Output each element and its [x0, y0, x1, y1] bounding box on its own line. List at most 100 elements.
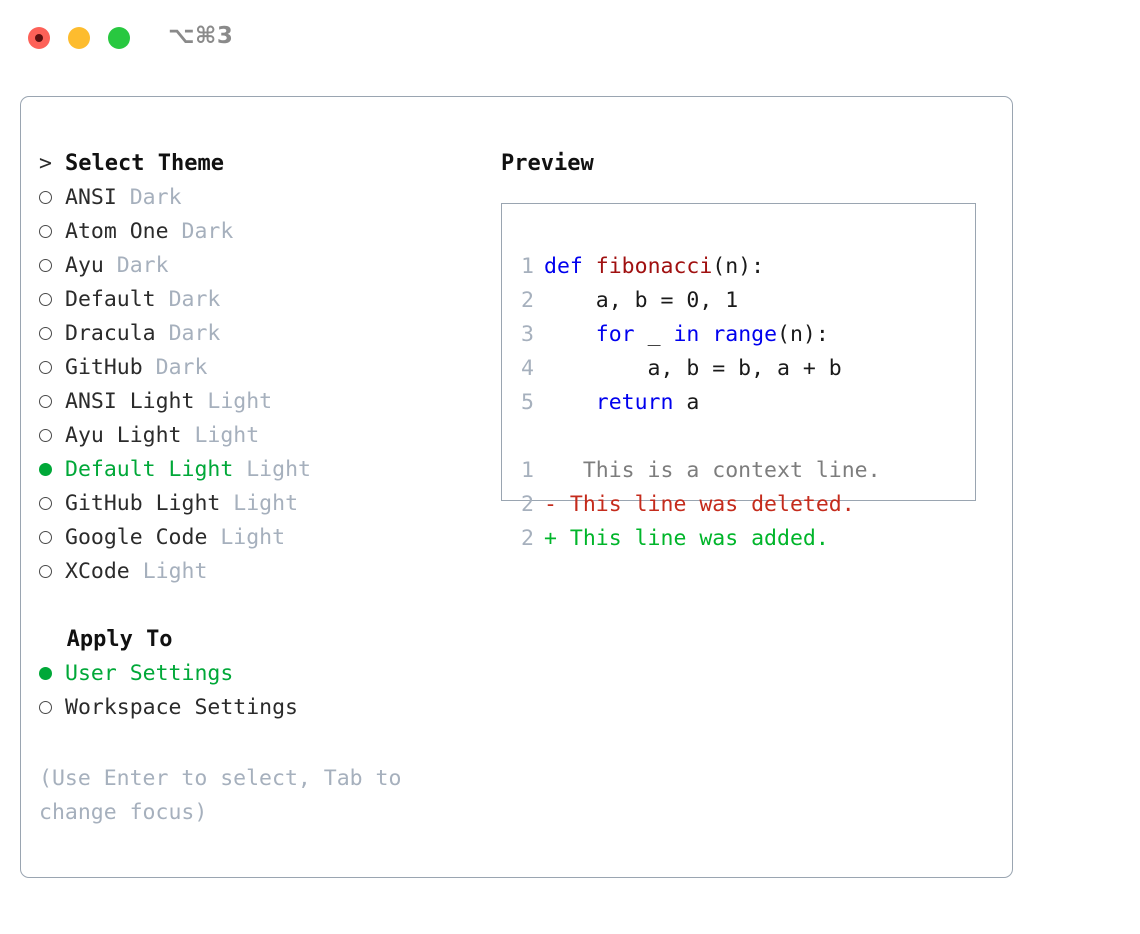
theme-name: Atom One — [65, 219, 169, 244]
code-token: def — [544, 254, 583, 279]
radio-unselected-icon[interactable] — [39, 292, 52, 306]
diff-line: 1 This is a context line. — [520, 454, 881, 488]
diff-line-number: 2 — [521, 492, 534, 517]
theme-mode-badge: Dark — [155, 355, 208, 380]
radio-unselected-icon[interactable] — [39, 564, 52, 578]
radio-unselected-icon[interactable] — [39, 224, 52, 238]
code-line: 2 a, b = 0, 1 — [520, 284, 881, 318]
code-token: a, b = 0, 1 — [544, 288, 739, 313]
code-line-number: 5 — [521, 390, 534, 415]
theme-mode-badge: Light — [194, 423, 260, 448]
traffic-light-group — [28, 27, 130, 49]
theme-name: Google Code — [65, 525, 208, 550]
radio-selected-icon[interactable] — [39, 666, 52, 680]
diff-text: This is a context line. — [556, 458, 881, 483]
theme-list-item[interactable]: ANSI Light Light — [39, 385, 479, 419]
apply-to-option[interactable]: User Settings — [39, 657, 479, 691]
list-spacer — [39, 589, 479, 623]
radio-unselected-icon[interactable] — [39, 258, 52, 272]
theme-list-item[interactable]: GitHub Light Light — [39, 487, 479, 521]
code-token — [699, 322, 712, 347]
minimize-button[interactable] — [68, 27, 90, 49]
theme-mode-badge: Light — [220, 525, 286, 550]
theme-list-item[interactable]: Default Dark — [39, 283, 479, 317]
diff-sign — [544, 458, 557, 483]
diff-text: This line was deleted. — [556, 492, 855, 517]
radio-unselected-icon[interactable] — [39, 326, 52, 340]
theme-name: Default — [65, 287, 156, 312]
diff-line: 2- This line was deleted. — [520, 488, 881, 522]
title-bar: ⌥⌘3 — [0, 0, 1140, 76]
theme-mode-badge: Dark — [168, 321, 221, 346]
code-token — [583, 254, 596, 279]
code-line-number: 2 — [521, 288, 534, 313]
diff-sign: - — [544, 492, 557, 517]
theme-list-item[interactable]: Google Code Light — [39, 521, 479, 555]
theme-list-header-label: Select Theme — [65, 151, 224, 176]
radio-selected-icon[interactable] — [39, 462, 52, 476]
apply-to-header: Apply To — [39, 623, 479, 657]
apply-to-option[interactable]: Workspace Settings — [39, 691, 479, 725]
theme-list-item[interactable]: GitHub Dark — [39, 351, 479, 385]
code-token: for — [595, 322, 635, 347]
code-line: 4 a, b = b, a + b — [520, 352, 881, 386]
theme-mode-badge: Dark — [129, 185, 182, 210]
code-diff-separator — [520, 420, 881, 454]
radio-unselected-icon[interactable] — [39, 428, 52, 442]
code-token — [544, 390, 596, 415]
theme-list-item[interactable]: XCode Light — [39, 555, 479, 589]
theme-list-item[interactable]: Ayu Light Light — [39, 419, 479, 453]
theme-mode-badge: Light — [142, 559, 208, 584]
diff-line: 2+ This line was added. — [520, 522, 881, 556]
theme-name: Ayu — [65, 253, 104, 278]
keyboard-hint: (Use Enter to select, Tab to change focu… — [39, 766, 402, 825]
code-token: a — [673, 390, 700, 415]
diff-line-number: 2 — [521, 526, 534, 551]
theme-mode-badge: Light — [233, 491, 299, 516]
close-button[interactable] — [28, 27, 50, 49]
diff-line-number: 1 — [521, 458, 534, 483]
code-token: (n): — [712, 254, 765, 279]
theme-name: Dracula — [65, 321, 156, 346]
code-token — [544, 322, 596, 347]
diff-sign: + — [544, 526, 557, 551]
code-line-number: 3 — [521, 322, 534, 347]
window-title-shortcut: ⌥⌘3 — [168, 23, 234, 49]
code-token: in — [673, 322, 700, 347]
code-token: _ — [634, 322, 674, 347]
code-token: range — [712, 322, 778, 347]
theme-mode-badge: Dark — [168, 287, 221, 312]
theme-list-item[interactable]: Atom One Dark — [39, 215, 479, 249]
radio-unselected-icon[interactable] — [39, 700, 52, 714]
theme-list-item[interactable]: Default Light Light — [39, 453, 479, 487]
theme-name: XCode — [65, 559, 130, 584]
theme-name: ANSI Light — [65, 389, 195, 414]
theme-mode-badge: Light — [246, 457, 311, 482]
code-token: return — [595, 390, 674, 415]
code-line: 5 return a — [520, 386, 881, 420]
radio-unselected-icon[interactable] — [39, 394, 52, 408]
radio-unselected-icon[interactable] — [39, 496, 52, 510]
theme-list-item[interactable]: Dracula Dark — [39, 317, 479, 351]
radio-unselected-icon[interactable] — [39, 190, 52, 204]
radio-unselected-icon[interactable] — [39, 530, 52, 544]
code-line-number: 4 — [521, 356, 534, 381]
theme-list-item[interactable]: Ayu Dark — [39, 249, 479, 283]
code-token: (n): — [777, 322, 829, 347]
zoom-button[interactable] — [108, 27, 130, 49]
code-line: 3 for _ in range(n): — [520, 318, 881, 352]
apply-to-label: User Settings — [65, 661, 234, 686]
code-token: a, b = b, a + b — [544, 356, 842, 381]
theme-name: GitHub Light — [65, 491, 221, 516]
theme-list-item[interactable]: ANSI Dark — [39, 181, 479, 215]
radio-unselected-icon[interactable] — [39, 360, 52, 374]
